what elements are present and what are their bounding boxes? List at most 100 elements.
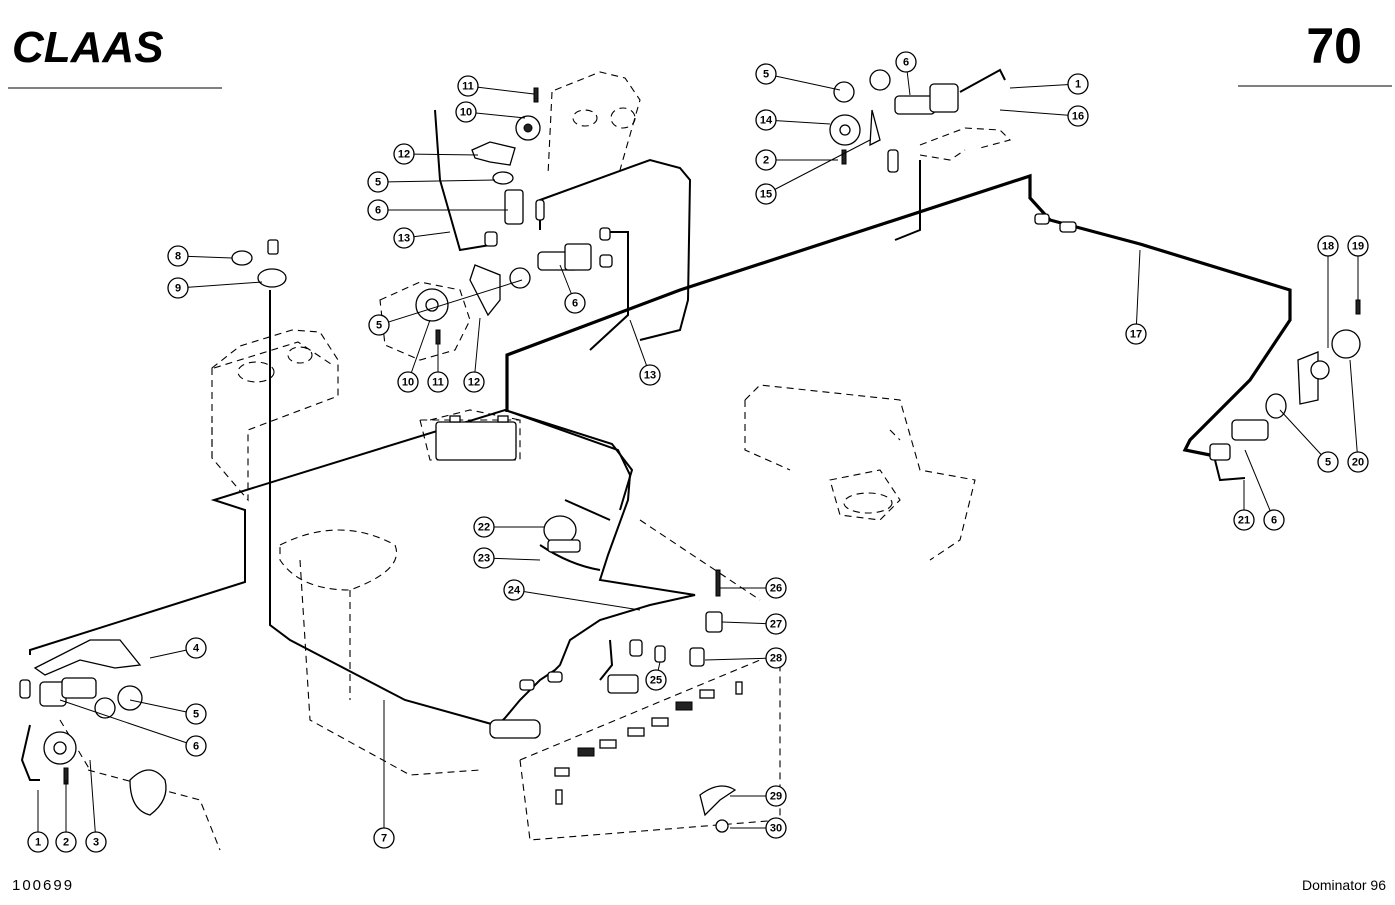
callout-number: 13: [398, 233, 410, 245]
callout-number: 28: [770, 653, 782, 665]
callout-number: 1: [1075, 79, 1081, 91]
callout-22: 22: [473, 516, 495, 538]
callout-number: 13: [644, 370, 656, 382]
callout-circle: [427, 371, 449, 393]
callout-8: 8: [167, 245, 189, 267]
callout-circle: [755, 183, 777, 205]
callout-number: 11: [432, 377, 444, 389]
callout-number: 10: [402, 377, 414, 389]
callout-10: 10: [397, 371, 419, 393]
callout-circle: [639, 364, 661, 386]
callout-number: 22: [478, 522, 490, 534]
callout-number: 12: [398, 149, 410, 161]
callout-12: 12: [463, 371, 485, 393]
callout-number: 27: [770, 619, 782, 631]
callout-circle: [895, 51, 917, 73]
callout-circle: [1263, 509, 1285, 531]
callout-30: 30: [765, 817, 787, 839]
callout-leader: [377, 179, 496, 183]
callout-circle: [765, 577, 787, 599]
callout-3: 3: [85, 831, 107, 853]
callout-number: 20: [1352, 457, 1364, 469]
callout-circle: [455, 101, 477, 123]
callout-number: 21: [1238, 515, 1250, 527]
callout-17: 17: [1125, 323, 1147, 345]
callout-circle: [393, 227, 415, 249]
callout-1: 1: [27, 831, 49, 853]
brand-logo: CLAAS: [12, 23, 164, 72]
callout-13: 13: [639, 364, 661, 386]
callout-circle: [463, 371, 485, 393]
callout-number: 23: [478, 553, 490, 565]
callout-25: 25: [645, 669, 667, 691]
callout-5: 5: [755, 63, 777, 85]
callout-number: 26: [770, 583, 782, 595]
callout-4: 4: [185, 637, 207, 659]
callout-number: 9: [175, 283, 181, 295]
model-name: Dominator 96: [1302, 877, 1386, 893]
callout-circle: [1317, 235, 1339, 257]
callout-number: 2: [763, 155, 769, 167]
callout-number: 2: [63, 837, 69, 849]
callout-number: 19: [1352, 241, 1364, 253]
callout-number: 1: [35, 837, 41, 849]
callout-circle: [167, 277, 189, 299]
callout-circle: [1347, 235, 1369, 257]
callout-circle: [645, 669, 667, 691]
callout-29: 29: [765, 785, 787, 807]
callout-leader: [765, 119, 831, 125]
callout-circle: [765, 785, 787, 807]
callout-6: 6: [895, 51, 917, 73]
callout-number: 10: [460, 107, 472, 119]
parts: [19, 69, 1361, 833]
callout-1: 1: [1067, 73, 1089, 95]
callout-14: 14: [755, 109, 777, 131]
callout-number: 12: [468, 377, 480, 389]
callout-16: 16: [1067, 105, 1089, 127]
callout-number: 6: [375, 205, 381, 217]
callout-5: 5: [367, 171, 389, 193]
callout-leader: [765, 73, 841, 91]
callout-leader: [999, 109, 1079, 117]
callout-leader: [1135, 249, 1141, 335]
wiring-harness: [20, 68, 1292, 781]
callout-2: 2: [755, 149, 777, 171]
callout-6: 6: [1263, 509, 1285, 531]
callout-leader: [1349, 359, 1359, 463]
callout-leader: [765, 139, 871, 195]
callout-circle: [755, 109, 777, 131]
callout-18: 18: [1317, 235, 1339, 257]
callout-circle: [373, 827, 395, 849]
callout-leader: [1244, 449, 1275, 521]
callout-circle: [765, 817, 787, 839]
callout-26: 26: [765, 577, 787, 599]
callout-number: 5: [376, 320, 382, 332]
callout-number: 18: [1322, 241, 1334, 253]
callout-number: 5: [375, 177, 381, 189]
callout-leader: [704, 657, 777, 661]
callout-number: 11: [462, 81, 474, 93]
callout-15: 15: [755, 183, 777, 205]
callout-circle: [185, 703, 207, 725]
callout-circle: [503, 579, 525, 601]
callout-19: 19: [1347, 235, 1369, 257]
callout-circle: [1347, 451, 1369, 473]
callout-number: 6: [572, 298, 578, 310]
drawing-number: 100699: [12, 877, 74, 894]
callout-number: 5: [763, 69, 769, 81]
callout-5: 5: [368, 314, 390, 336]
part-callouts: 1122345555566666789101011111212131314151…: [27, 51, 1369, 853]
callout-circle: [367, 199, 389, 221]
callout-number: 29: [770, 791, 782, 803]
callout-circle: [27, 831, 49, 853]
callout-leader: [473, 317, 481, 383]
machine-outline: [59, 71, 1012, 851]
callout-28: 28: [765, 647, 787, 669]
callout-13: 13: [393, 227, 415, 249]
callout-number: 5: [193, 709, 199, 721]
callout-leader: [1279, 409, 1329, 463]
callout-circle: [55, 831, 77, 853]
callout-number: 16: [1072, 111, 1084, 123]
